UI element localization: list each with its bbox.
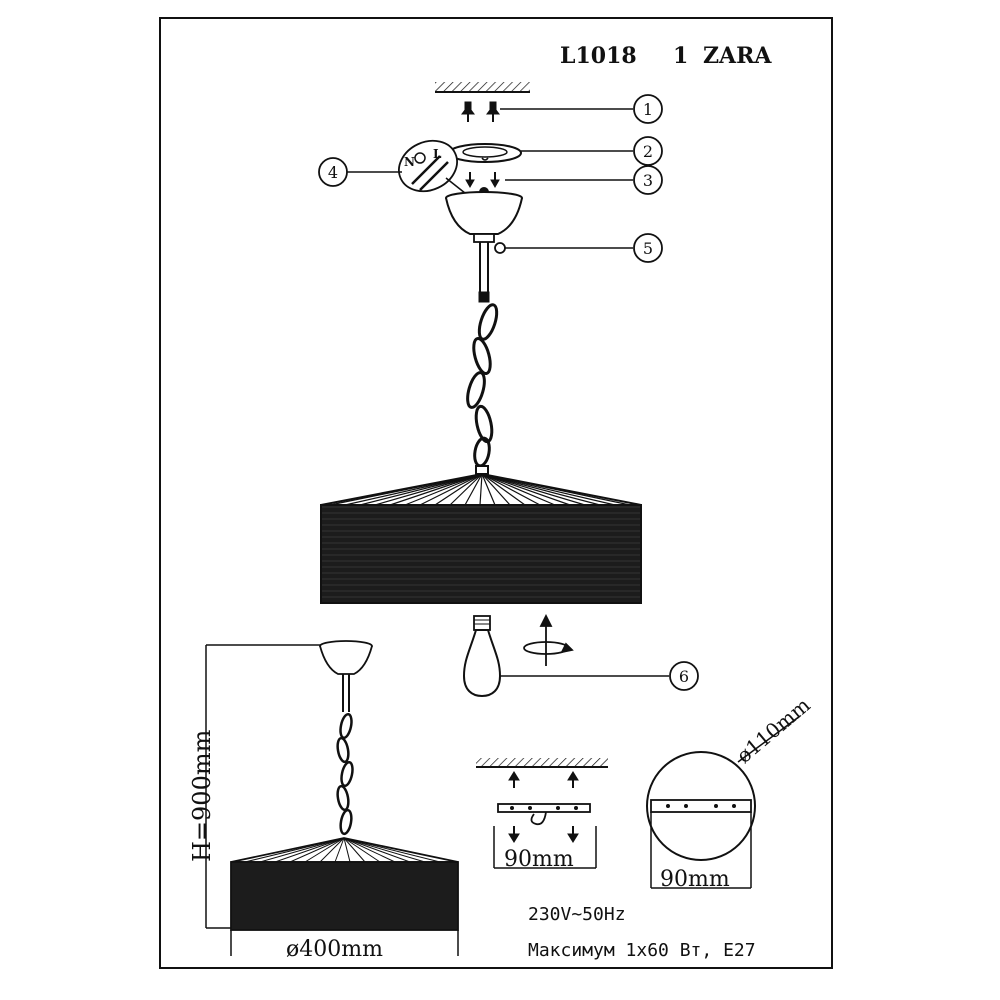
callout-2: 2 [633,136,663,166]
canopy-width-label: 90mm [660,867,730,892]
svg-text:2: 2 [643,142,653,161]
mount-width-label: 90mm [504,847,574,872]
wire-neutral-label: N [404,155,415,169]
callout-1: 1 [633,94,663,124]
callout-3: 3 [633,165,663,195]
terminal-block-detail: N L [398,139,471,198]
wire-live-label: L [433,147,442,161]
callout-6: 6 [669,661,699,691]
svg-text:3: 3 [643,171,653,190]
rotate-arrow-icon [523,613,574,666]
bulb-count: 1 [673,43,688,69]
model-number: L1018 [560,43,637,69]
dimension-view [205,640,459,956]
lamp-shade [320,472,642,604]
set-screw [494,242,506,254]
model-name: ZARA [703,43,772,69]
canopy-diameter-label: ø110mm [732,693,815,768]
diameter-dimension-label: ø400mm [286,937,383,962]
svg-text:6: 6 [679,667,689,686]
plate-screws [465,172,500,189]
callout-4: 4 [318,157,348,187]
sheet-border [159,17,833,969]
svg-text:4: 4 [328,163,338,182]
callout-5: 5 [633,233,663,263]
ceiling-canopy [445,187,523,243]
voltage-spec: 230V~50Hz [528,904,626,925]
ceiling-hatch [435,82,530,93]
canopy-top-view [646,715,801,889]
ceiling-screws [461,101,500,122]
mounting-bracket-view [476,758,608,869]
svg-text:1: 1 [643,100,653,119]
svg-text:5: 5 [643,239,653,258]
height-dimension-label: H=900mm [188,729,216,862]
mounting-plate [448,143,522,163]
power-spec: Максимум 1x60 Вт, E27 [528,940,756,961]
filament-bulb [462,615,502,698]
hanging-chain [466,242,499,475]
